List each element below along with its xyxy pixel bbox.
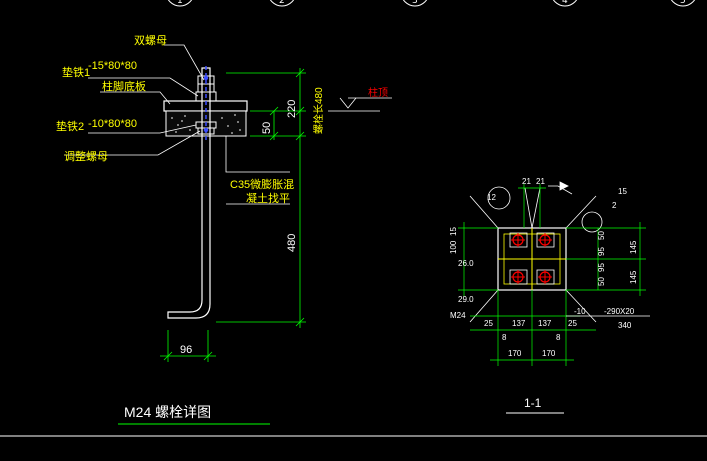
plan-50b: 50 xyxy=(597,277,606,286)
grout-hatch xyxy=(171,114,241,134)
anchor-bolt xyxy=(167,67,211,319)
grout-leader xyxy=(225,136,290,173)
plan-340: 340 xyxy=(618,321,632,330)
section-plan xyxy=(458,181,650,366)
grid-bubbles xyxy=(167,0,696,7)
plan-290: 29.0 xyxy=(458,295,474,304)
plan-15: 15 xyxy=(449,227,458,236)
dim-50: 50 xyxy=(261,122,273,134)
ground-elevation-marker xyxy=(328,97,392,112)
main-title: M24 螺栓详图 xyxy=(124,404,211,420)
section-title: 1-1 xyxy=(524,396,542,410)
plan-sym-left: 12 xyxy=(487,193,496,202)
label-ground: 柱顶 xyxy=(368,86,388,99)
grid-bubble-label: 2 xyxy=(279,0,285,6)
plan-21a: 21 xyxy=(522,177,531,186)
plan-100: 100 xyxy=(449,240,458,254)
plan-95a: 95 xyxy=(597,247,606,256)
plan-plate-spec: -290X20 xyxy=(604,307,635,316)
grid-bubble-label: 5 xyxy=(680,0,686,6)
grid-bubble-5 xyxy=(670,0,696,7)
label-washer2: 垫铁2 xyxy=(56,119,84,133)
anchor-bolt-detail xyxy=(64,44,392,362)
plan-minus10: -10 xyxy=(574,307,586,316)
label-double-nut: 双螺母 xyxy=(134,34,167,47)
grid-bubble-4 xyxy=(552,0,578,7)
dimension-lines xyxy=(160,68,306,362)
label-grout-2: 凝土找平 xyxy=(246,191,290,205)
plan-dimension-lines xyxy=(458,184,646,366)
plan-25b: 25 xyxy=(568,319,577,328)
plan-21b: 21 xyxy=(536,177,545,186)
plan-137a: 137 xyxy=(512,319,526,328)
plan-8b: 8 xyxy=(556,333,561,342)
label-washer2-spec: -10*80*80 xyxy=(88,118,137,130)
plan-sym-right-2: 2 xyxy=(612,201,617,210)
grid-bubble-label: 4 xyxy=(562,0,568,6)
dim-220: 220 xyxy=(286,100,298,118)
label-washer1: 垫铁1 xyxy=(62,65,90,79)
plan-145a: 145 xyxy=(629,240,638,254)
grid-bubble-3 xyxy=(402,0,428,7)
plan-8a: 8 xyxy=(502,333,507,342)
plan-25a: 25 xyxy=(484,319,493,328)
plan-sym-right: 15 xyxy=(618,187,627,196)
plan-m24: M24 xyxy=(450,311,466,320)
label-grout-1: C35微膨胀混 xyxy=(230,177,294,191)
plan-leaders xyxy=(469,181,603,323)
grid-bubble-2 xyxy=(269,0,295,7)
grid-bubble-label: 3 xyxy=(412,0,418,6)
plan-50a: 50 xyxy=(597,231,606,240)
plan-137b: 137 xyxy=(538,319,552,328)
dim-96: 96 xyxy=(180,344,192,356)
plan-95b: 95 xyxy=(597,263,606,272)
plan-texts: 21 21 145 145 50 95 50 95 25 137 137 25 … xyxy=(449,177,638,358)
label-anchor-length: 螺栓长480 xyxy=(312,87,325,134)
plan-bolts xyxy=(509,232,555,285)
plan-170b: 170 xyxy=(542,349,556,358)
label-washer1-spec: -15*80*80 xyxy=(88,60,137,72)
label-base-plate: 柱脚底板 xyxy=(102,79,146,93)
plan-170a: 170 xyxy=(508,349,522,358)
grid-bubble-label: 1 xyxy=(177,0,183,6)
plan-145b: 145 xyxy=(629,270,638,284)
bolt-top-marker xyxy=(203,75,209,81)
bolt-lower-marker xyxy=(203,127,209,133)
plan-260: 26.0 xyxy=(458,259,474,268)
label-adjust-nut: 调整螺母 xyxy=(64,149,108,163)
leader-lines xyxy=(64,44,205,156)
dim-480: 480 xyxy=(286,234,298,252)
grid-bubble-1 xyxy=(167,0,193,7)
